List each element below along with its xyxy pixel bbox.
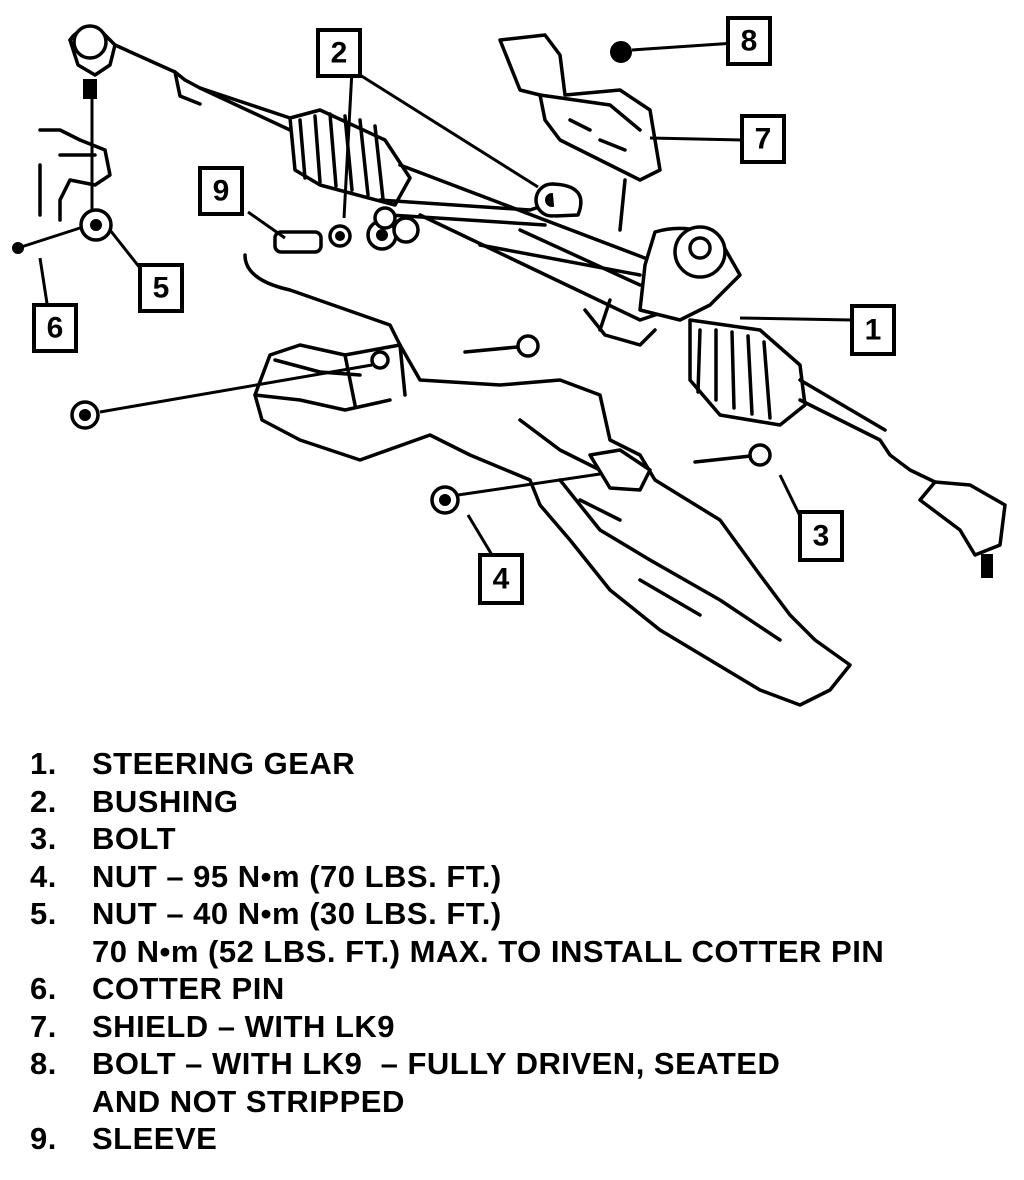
legend-text: NUT – 40 N•m (30 LBS. FT.) 70 N•m (52 LB… xyxy=(92,896,885,969)
legend-number: 1. xyxy=(30,746,57,781)
legend-number: 2. xyxy=(30,783,57,819)
callout-3: 3 xyxy=(798,510,844,562)
callout-label-9: 9 xyxy=(213,175,230,208)
callout-label-7: 7 xyxy=(755,123,772,156)
legend-item-2: 2. BUSHING xyxy=(30,783,1010,821)
callout-1: 1 xyxy=(850,304,896,356)
callout-label-5: 5 xyxy=(153,272,170,305)
steering-rack-assembly xyxy=(288,108,1007,578)
legend-item-9: 9. SLEEVE xyxy=(30,1120,1010,1158)
legend-number: 3. xyxy=(30,821,57,856)
callout-label-1: 1 xyxy=(865,314,882,347)
legend-item-6: 6. COTTER PIN xyxy=(30,970,1010,1008)
callout-label-8: 8 xyxy=(741,25,758,58)
callout-9: 9 xyxy=(198,166,244,216)
crossmember xyxy=(253,343,852,707)
legend-text: NUT – 95 N•m (70 LBS. FT.) xyxy=(92,858,502,894)
left-steering-knuckle xyxy=(12,98,113,254)
legend-number: 8. xyxy=(30,1046,57,1081)
legend-number: 9. xyxy=(30,1121,57,1156)
callout-7: 7 xyxy=(740,114,786,164)
callout-8: 8 xyxy=(726,16,772,66)
legend-text: SLEEVE xyxy=(92,1121,218,1156)
callout-2: 2 xyxy=(316,28,362,78)
callout-5: 5 xyxy=(138,263,184,313)
legend-item-3: 3. BOLT xyxy=(30,820,1010,858)
callout-label-2: 2 xyxy=(331,37,348,70)
legend-text: STEERING GEAR xyxy=(92,746,356,781)
legend-text: COTTER PIN xyxy=(92,971,285,1006)
legend-number: 6. xyxy=(30,971,57,1006)
legend-item-5: 5. NUT – 40 N•m (30 LBS. FT.) 70 N•m (52… xyxy=(30,895,1010,970)
legend-text: SHIELD – WITH LK9 xyxy=(92,1008,396,1044)
parts-legend: 1. STEERING GEAR 2. BUSHING 3. BOLT 4. N… xyxy=(30,745,1010,1158)
legend-item-8: 8. BOLT – WITH LK9 – FULLY DRIVEN, SEATE… xyxy=(30,1045,1010,1120)
legend-number: 7. xyxy=(30,1008,57,1044)
callout-6: 6 xyxy=(32,303,78,353)
callout-label-3: 3 xyxy=(813,520,830,553)
leader-lines xyxy=(38,40,853,561)
legend-number: 4. xyxy=(30,858,57,894)
callout-label-4: 4 xyxy=(493,563,510,596)
bushing-and-sleeve xyxy=(243,182,583,347)
legend-item-4: 4. NUT – 95 N•m (70 LBS. FT.) xyxy=(30,858,1010,896)
legend-text: BOLT xyxy=(92,821,177,856)
callout-label-6: 6 xyxy=(47,312,64,345)
left-tie-rod xyxy=(68,24,292,132)
legend-text: BUSHING xyxy=(92,783,239,819)
legend-item-1: 1. STEERING GEAR xyxy=(30,745,1010,783)
callout-4: 4 xyxy=(478,553,524,605)
fasteners xyxy=(70,334,772,515)
shield xyxy=(498,33,662,232)
legend-item-7: 7. SHIELD – WITH LK9 xyxy=(30,1008,1010,1046)
legend-text: BOLT – WITH LK9 – FULLY DRIVEN, SEATED A… xyxy=(92,1046,781,1119)
steering-gear-diagram: 1 2 3 4 5 6 7 8 9 xyxy=(12,16,1007,707)
legend-number: 5. xyxy=(30,896,57,931)
